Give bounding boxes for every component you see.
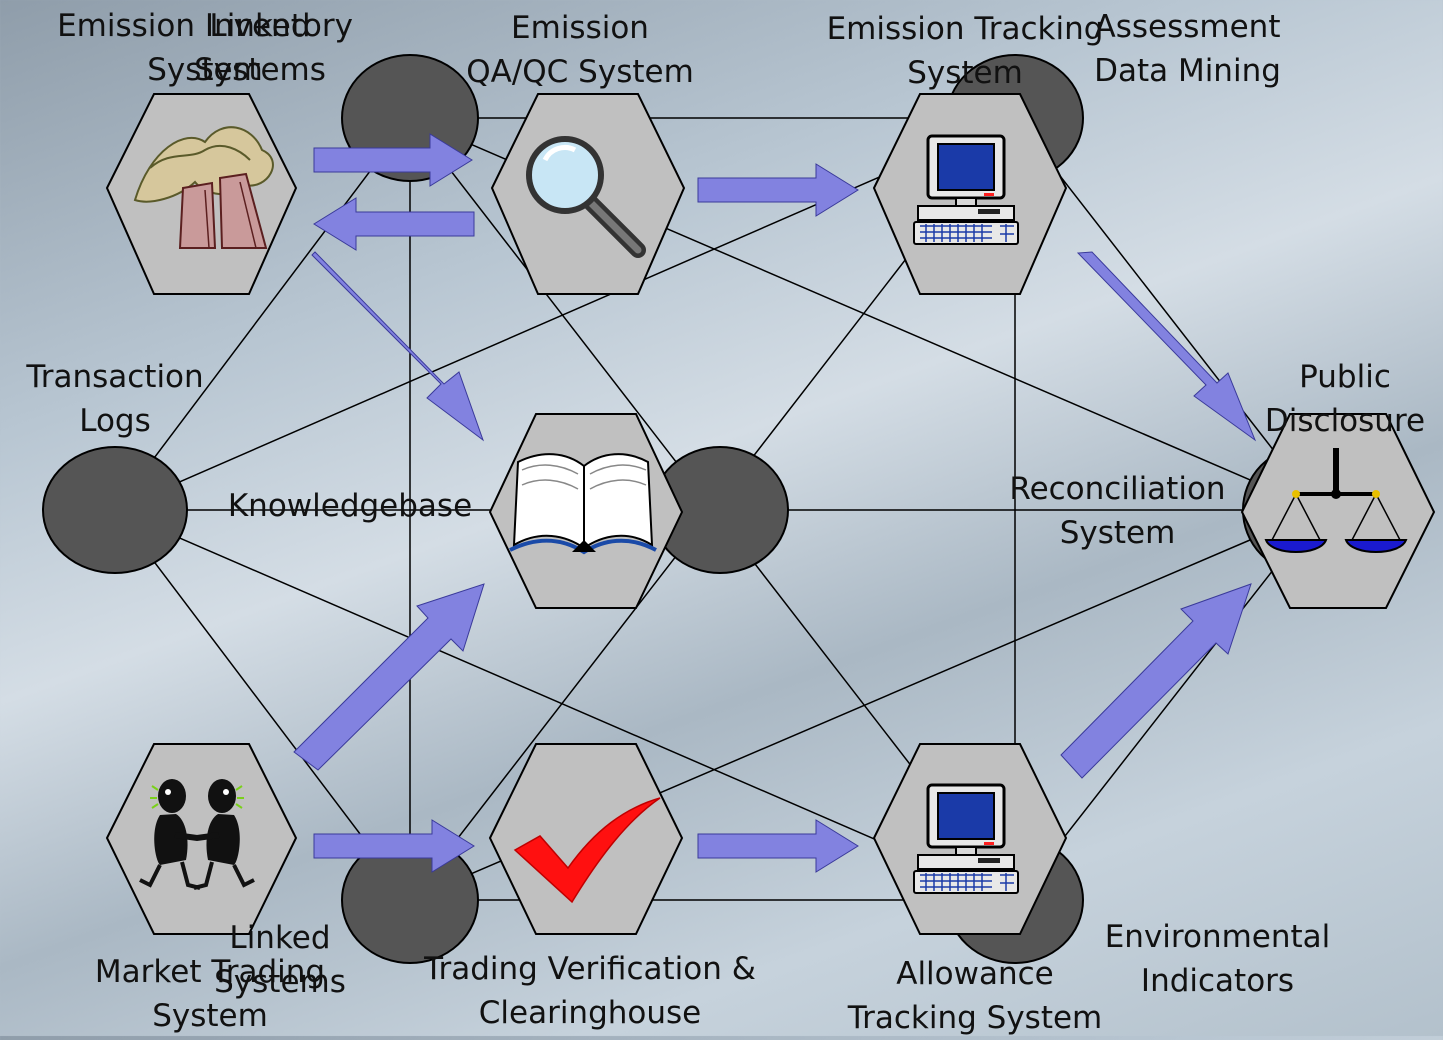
arrow-qaqc-to-tracking	[697, 163, 859, 217]
public-disclosure-label: Public Disclosure	[1264, 359, 1426, 439]
hexagon-public-disclosure	[1240, 413, 1436, 609]
arrow-allowance-to-disclosure	[1060, 583, 1252, 779]
handshake-people-icon	[139, 779, 255, 890]
arrow-market-to-verification	[313, 819, 475, 873]
allowance-tracking-label: Allowance Tracking System	[847, 956, 1103, 1036]
emission-qaqc-label: Emission QA/QC System	[466, 10, 694, 90]
transaction-logs-label: Transaction Logs	[26, 359, 204, 439]
open-book-icon	[509, 453, 657, 555]
connector-line	[1014, 509, 1321, 901]
knowledgebase-label: Knowledgebase	[227, 488, 473, 524]
environmental-indicators-label: Environmental Indicators	[1104, 919, 1331, 999]
reconciliation-label: Reconciliation System	[1009, 471, 1226, 551]
connector-line	[114, 117, 1016, 511]
node-circle-transaction-logs	[42, 446, 188, 574]
computer-icon	[912, 783, 1020, 895]
market-linked-label: Linked Systems	[214, 920, 346, 1000]
magnifier-icon	[526, 136, 646, 258]
connector-line	[114, 117, 411, 511]
trading-verification-label: Trading Verification & Clearinghouse	[424, 951, 756, 1031]
arrow-market-to-knowledgebase	[293, 583, 485, 771]
connector-line	[1014, 117, 1321, 511]
arrow-inventory-to-knowledgebase	[311, 251, 485, 442]
market-trading-label: Market Trading System	[94, 954, 326, 1034]
checkmark-icon	[513, 797, 661, 904]
computer-icon	[912, 134, 1020, 246]
scales-icon	[1264, 448, 1408, 553]
emission-tracking-label: Emission Tracking System	[826, 11, 1104, 91]
assessment-label: Assessment Data Mining	[1094, 9, 1281, 89]
arrow-qaqc-to-inventory	[313, 197, 475, 251]
arrow-inventory-to-qaqc	[313, 133, 473, 187]
emission-inventory-linked-label: Linked Systems	[194, 8, 326, 88]
arrow-verification-to-allowance	[697, 819, 859, 873]
connector-line	[114, 509, 1016, 901]
smokestack-icon	[133, 126, 274, 249]
hexagon-trading-verification	[488, 743, 684, 935]
arrow-tracking-to-disclosure	[1076, 251, 1257, 442]
flow-arrows	[293, 133, 1257, 873]
emission-inventory-label: Emission Inventory System	[57, 8, 353, 88]
